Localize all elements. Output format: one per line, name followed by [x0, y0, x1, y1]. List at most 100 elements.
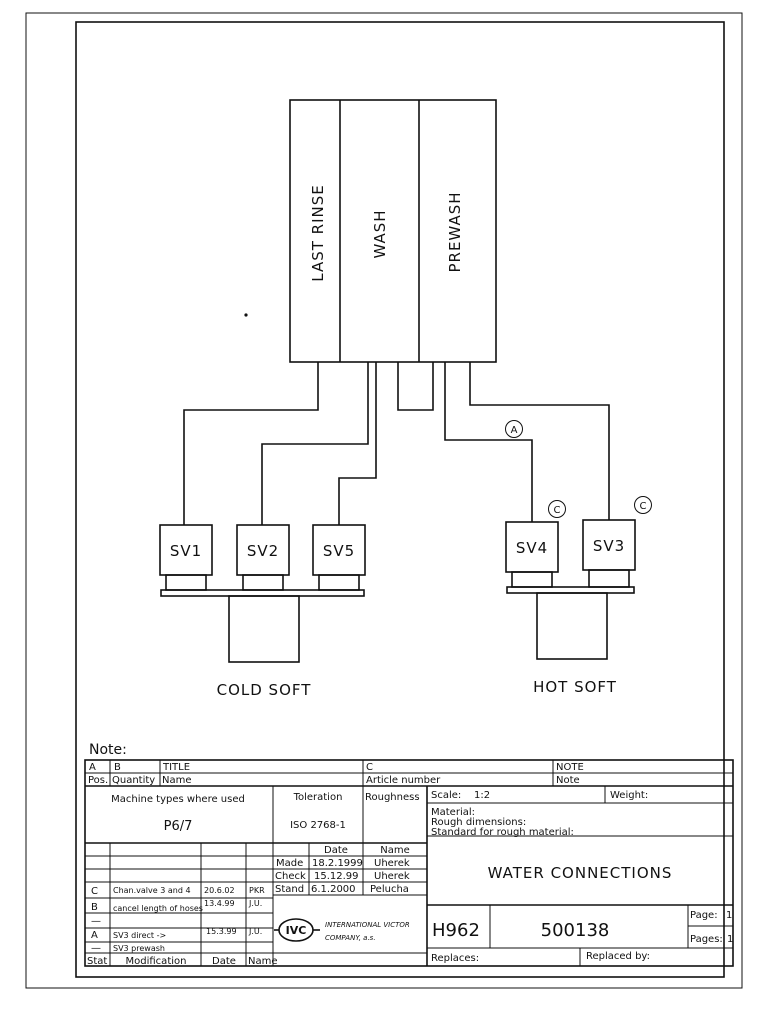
- mod-date: 15.3.99: [206, 927, 237, 936]
- code: H962: [432, 920, 480, 941]
- mod-text: SV3 prewash: [113, 944, 165, 953]
- mod-name: PKR: [249, 886, 265, 895]
- valve-sv5: SV5: [312, 524, 366, 591]
- scale-value: 1:2: [474, 790, 490, 801]
- tank-prewash-label: PREWASH: [446, 191, 464, 272]
- tanks-block: LAST RINSE WASH PREWASH: [289, 99, 497, 363]
- mod-date-header: Date: [212, 956, 236, 967]
- rough-dimensions-label: Rough dimensions:: [431, 817, 526, 828]
- col-a: A: [89, 762, 96, 773]
- valve-sv2: SV2: [236, 524, 290, 591]
- cold-inlet: [228, 595, 300, 663]
- weight-label: Weight:: [610, 790, 648, 801]
- check-date: 15.12.99: [314, 871, 359, 882]
- cold-soft-label: COLD SOFT: [217, 681, 312, 699]
- mod-name: J.U.: [248, 927, 262, 936]
- stand-label: Stand: [275, 884, 304, 895]
- title-label: TITLE: [162, 762, 190, 773]
- drawing-title: WATER CONNECTIONS: [488, 864, 673, 882]
- name-header: Name: [380, 845, 410, 856]
- mod-stat: —: [91, 943, 101, 954]
- mod-text: SV3 direct ->: [113, 931, 166, 940]
- svg-text:C: C: [640, 501, 647, 512]
- pages-value: 1: [727, 934, 733, 945]
- ivc-logo: IVC: [274, 918, 320, 942]
- svg-text:SV3: SV3: [593, 537, 625, 555]
- note-header: NOTE: [556, 762, 584, 773]
- modification-rows: C Chan.valve 3 and 4 20.6.02 PKR B cance…: [91, 886, 265, 954]
- hot-manifold: [506, 586, 635, 594]
- date-header: Date: [324, 845, 348, 856]
- title-block: Note:: [84, 742, 734, 967]
- made-date: 18.2.1999: [312, 858, 363, 869]
- cold-valve-group: SV1 SV2 SV5 COLD SOFT: [159, 524, 366, 699]
- ink-dot: [244, 313, 248, 317]
- company-name-line1: INTERNATIONAL VICTOR: [325, 921, 410, 929]
- svg-text:SV2: SV2: [247, 542, 279, 560]
- tank-wash-label: WASH: [371, 209, 389, 258]
- outer-border: [25, 12, 743, 989]
- mod-text: cancel length of hoses: [113, 904, 203, 913]
- svg-text:C: C: [554, 505, 561, 516]
- stand-date: 6.1.2000: [311, 884, 356, 895]
- machine-types-value: P6/7: [164, 819, 193, 834]
- mod-stat: B: [91, 902, 98, 913]
- tank-last-rinse-label: LAST RINSE: [309, 184, 327, 281]
- inner-border: [75, 21, 725, 978]
- hot-inlet: [536, 592, 608, 660]
- modification-header: Modification: [126, 956, 187, 967]
- col-b: B: [114, 762, 121, 773]
- mod-name: J.U.: [248, 899, 262, 908]
- stand-name: Pelucha: [370, 884, 409, 895]
- page-value: 1: [726, 910, 732, 921]
- mod-date: 20.6.02: [204, 886, 235, 895]
- valve-sv4: SV4: [505, 521, 559, 588]
- hot-soft-label: HOT SOFT: [533, 678, 617, 696]
- valve-sv3: SV3: [582, 519, 636, 588]
- svg-text:SV4: SV4: [516, 539, 548, 557]
- drawing-number: 500138: [541, 920, 610, 941]
- check-label: Check: [275, 871, 306, 882]
- marker-c-sv4: C: [548, 500, 566, 518]
- valve-sv1: SV1: [159, 524, 213, 591]
- company-name-line2: COMPANY, a.s.: [325, 934, 376, 942]
- material-label: Material:: [431, 807, 475, 818]
- pipes: [183, 362, 610, 525]
- note-label: Note:: [89, 742, 127, 758]
- mod-text: Chan.valve 3 and 4: [113, 886, 191, 895]
- standard-label: Standard for rough material:: [431, 827, 574, 838]
- mod-stat: C: [91, 886, 98, 897]
- made-label: Made: [276, 858, 303, 869]
- toleration-value: ISO 2768-1: [290, 820, 346, 831]
- svg-text:SV1: SV1: [170, 542, 202, 560]
- stat-header: Stat: [87, 956, 107, 967]
- made-name: Uherek: [374, 858, 410, 869]
- replaces-label: Replaces:: [431, 953, 479, 964]
- article-number-label: Article number: [366, 775, 441, 786]
- mod-stat: A: [91, 930, 98, 941]
- svg-text:SV5: SV5: [323, 542, 355, 560]
- marker-c-sv3: C: [634, 496, 652, 514]
- page-label: Page:: [690, 910, 718, 921]
- scale-label: Scale:: [431, 790, 461, 801]
- cold-manifold: [160, 589, 365, 597]
- check-name: Uherek: [374, 871, 410, 882]
- name-label: Name: [162, 775, 192, 786]
- hot-valve-group: SV4 SV3 HOT SOFT: [505, 519, 636, 696]
- pages-label: Pages:: [690, 934, 723, 945]
- note-label-2: Note: [556, 775, 580, 786]
- replaced-by-label: Replaced by:: [586, 951, 650, 962]
- toleration-label: Toleration: [293, 792, 343, 803]
- quantity-label: Quantity: [112, 775, 155, 786]
- svg-text:IVC: IVC: [286, 924, 307, 937]
- roughness-label: Roughness: [365, 792, 420, 803]
- mod-name-header: Name: [248, 956, 278, 967]
- col-c: C: [366, 762, 373, 773]
- mod-date: 13.4.99: [204, 899, 235, 908]
- mod-stat: —: [91, 916, 101, 927]
- machine-types-label: Machine types where used: [111, 794, 245, 805]
- svg-text:A: A: [511, 425, 518, 436]
- marker-a: A: [505, 420, 523, 438]
- pos-label: Pos.: [88, 775, 108, 786]
